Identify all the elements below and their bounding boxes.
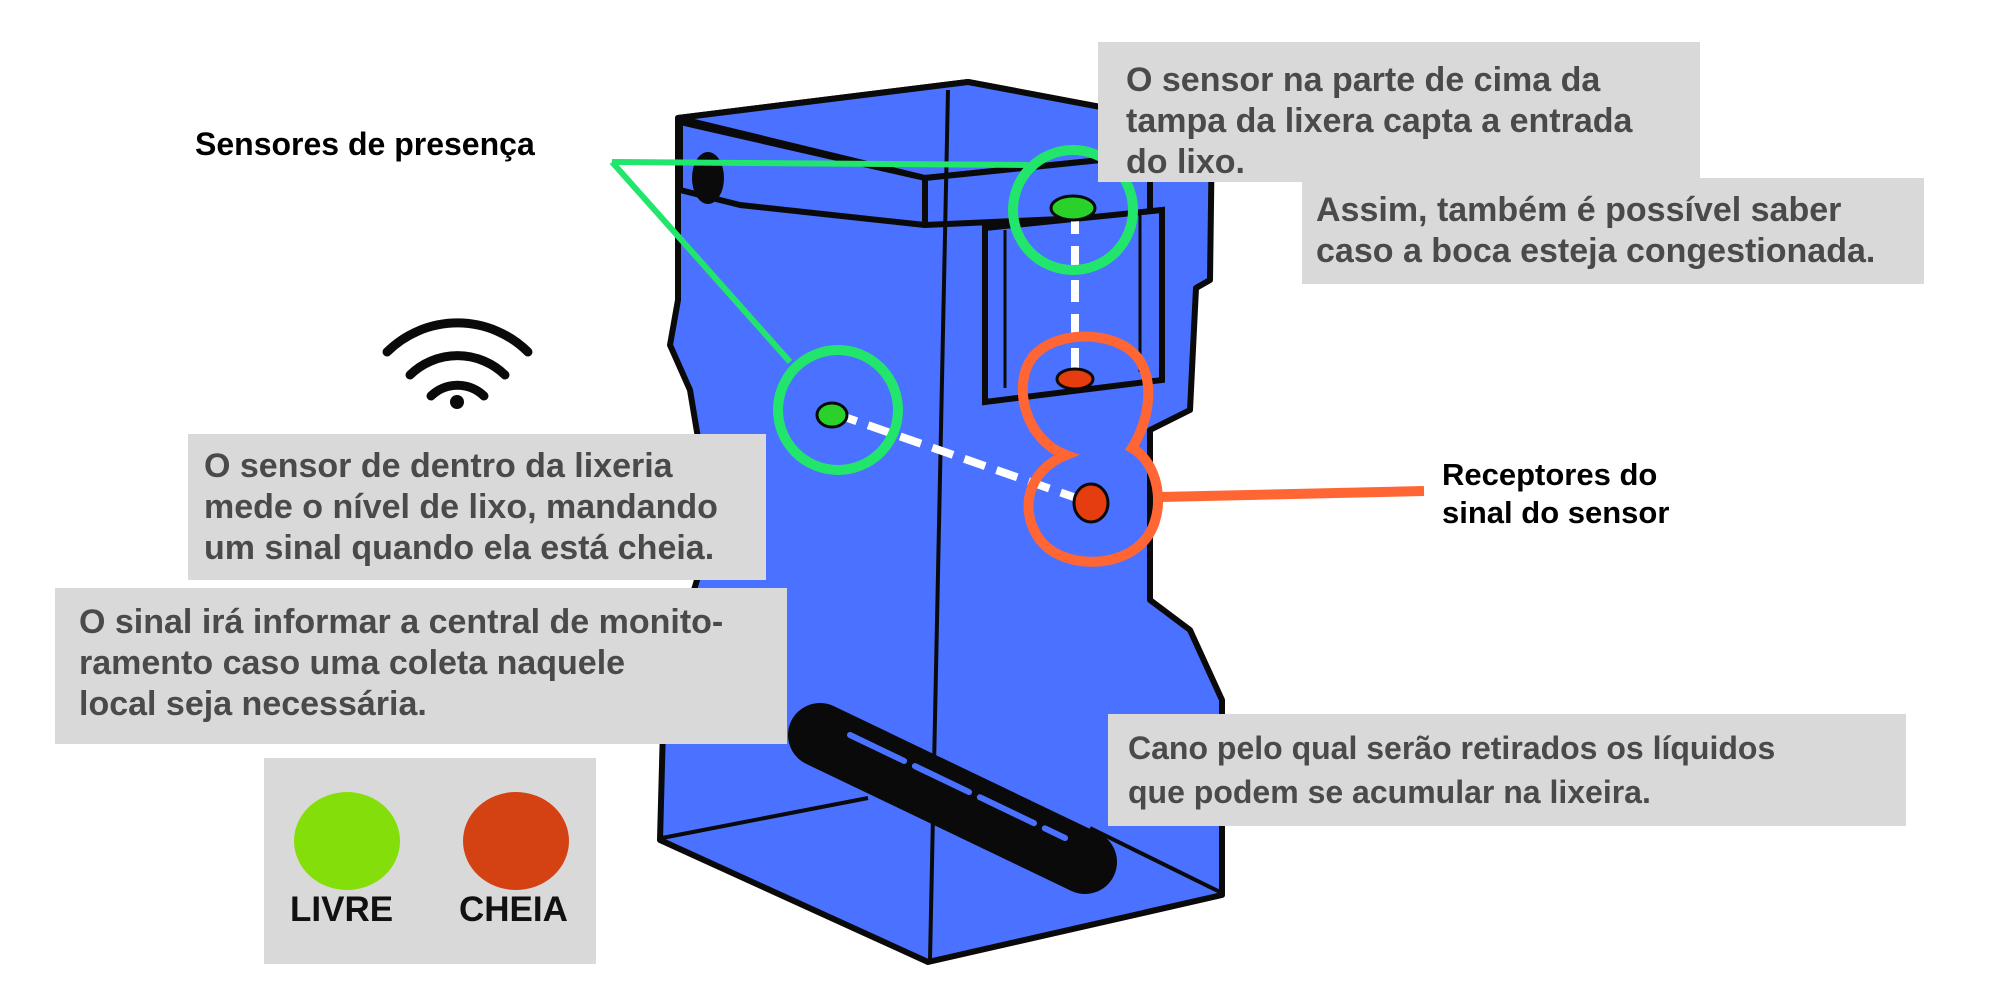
signal-line-diagonal [834,410,1090,506]
free-status-dot [294,792,400,890]
top-sensor-ring [1008,145,1138,275]
signal-callout: O sinal irá informar a central de monito… [55,588,787,744]
signal-receptors-label: Receptores do sinal do sensor [1442,457,1670,530]
bin-floor-line-2 [1089,826,1221,894]
presence-sensor-icon [1049,194,1097,222]
sensor-pointer-line-2 [609,160,793,364]
presence-sensors-label: Sensores de presença [195,126,535,162]
signal-receptor-icon-2 [1072,482,1110,524]
inside-sensor-icon [815,401,849,429]
drain-pipe-icon [788,703,1117,894]
bin-floor-line [661,796,869,840]
full-status-label: CHEIA [459,890,568,929]
full-status-dot [463,792,569,890]
inside-sensor-ring [773,345,903,475]
drain-pipe-callout: Cano pelo qual serão retirados os líquid… [1108,714,1906,826]
top-sensor-callout: O sensor na parte de cima da tampa da li… [1098,42,1700,182]
lid-front [677,119,928,228]
signal-receptor-icon [1055,367,1095,391]
wifi-icon [382,318,533,409]
congestion-callout: Assim, também é possível saber caso a bo… [1302,178,1924,284]
sensor-pointer-line-1 [611,159,1029,168]
drain-pipe-slot [847,732,1068,841]
receptor-ring [1017,331,1164,567]
free-status-label: LIVRE [290,890,394,929]
inside-sensor-callout: O sensor de dentro da lixeria mede o nív… [188,434,766,580]
status-legend: LIVRE CHEIA [264,758,596,964]
receptor-pointer-line [1159,486,1425,502]
